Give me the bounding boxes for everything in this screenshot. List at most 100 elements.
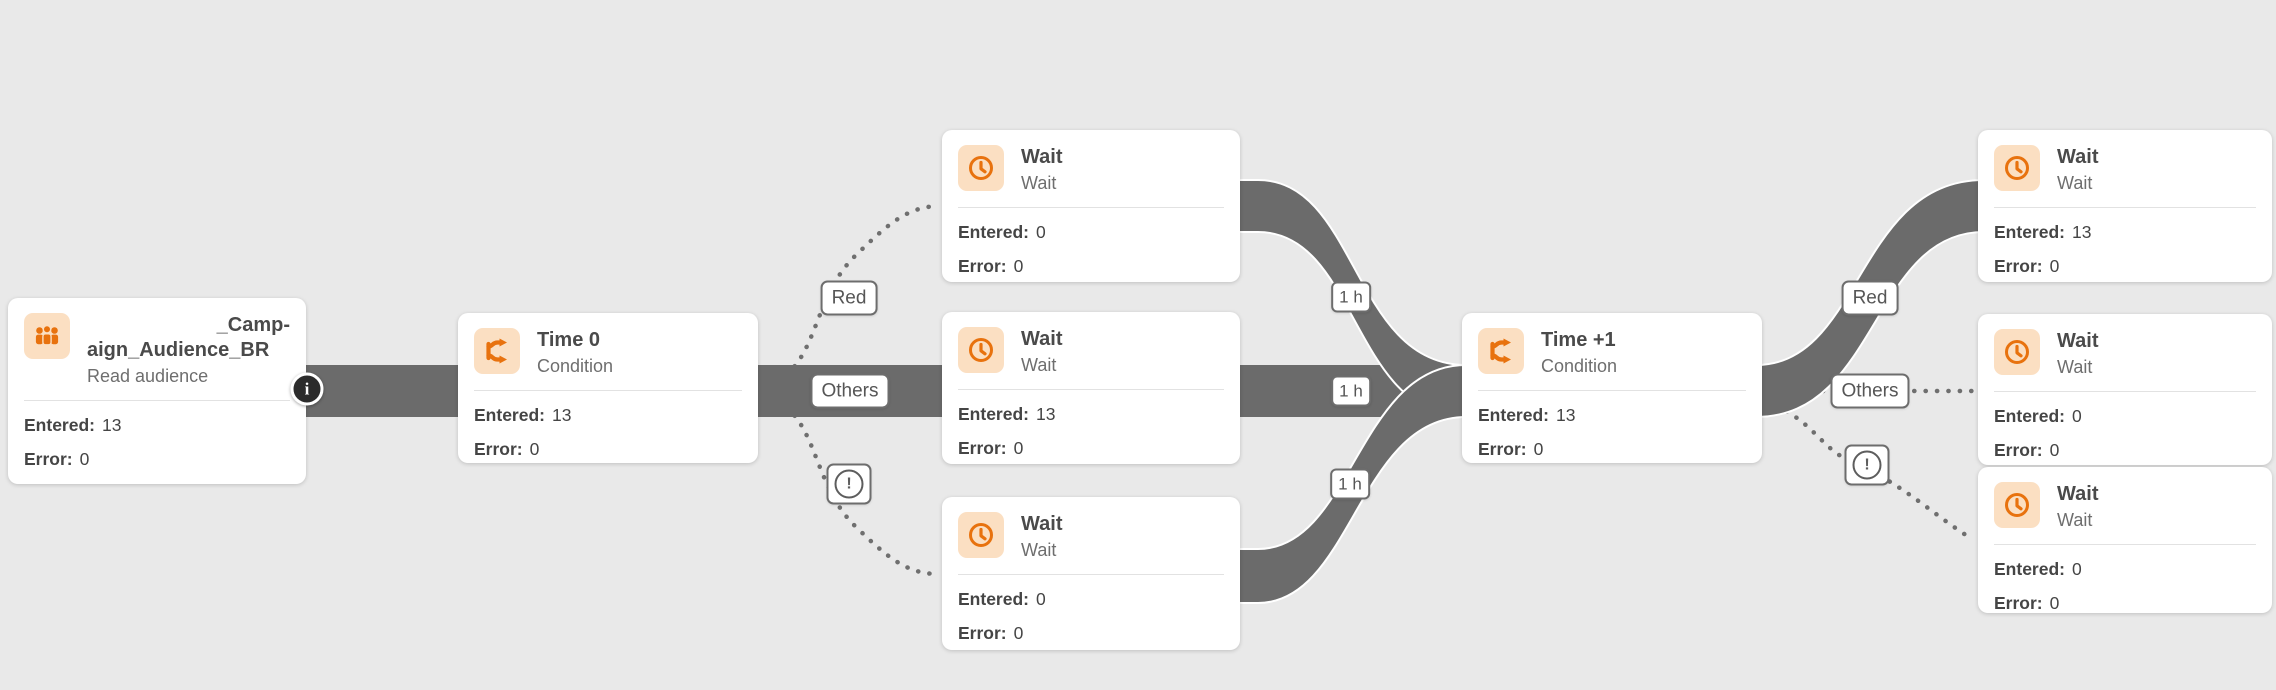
node-subtitle: Wait <box>2057 510 2093 530</box>
entered-value: 13 <box>1555 405 1576 425</box>
card-divider <box>1994 544 2256 545</box>
error-stat: Error: 0 <box>1978 594 2272 613</box>
node-title: Wait <box>2057 146 2099 168</box>
entered-stat: Entered: 0 <box>942 590 1240 609</box>
card-divider <box>1994 207 2256 208</box>
node-title-line2: aign_Audience_BR <box>87 339 270 361</box>
entered-value: 0 <box>2071 559 2082 579</box>
node-title: Wait <box>1021 513 1063 535</box>
node-card-wait-right-bottom[interactable]: Wait Wait Entered: 0 Error: 0 <box>1978 467 2272 613</box>
error-stat: Error: 0 <box>1978 441 2272 460</box>
error-value: 0 <box>79 449 90 469</box>
wait-duration-badge-mid[interactable]: 1 h <box>1331 375 1371 407</box>
branch-badge-others-right[interactable]: Others <box>1830 373 1910 409</box>
node-card-wait-mid-center[interactable]: Wait Wait Entered: 13 Error:0 <box>942 312 1240 464</box>
node-title-line1: _Camp- <box>216 314 290 336</box>
error-value: 0 <box>1013 256 1024 276</box>
error-label: Error: <box>24 449 73 469</box>
branch-badge-error-right[interactable]: ! <box>1844 444 1890 486</box>
entered-stat: Entered: 0 <box>1978 560 2272 579</box>
node-title: Wait <box>1021 146 1063 168</box>
branch-badge-others-left[interactable]: Others <box>810 373 890 409</box>
node-subtitle: Read audience <box>87 366 209 386</box>
error-stat: Error: 0 <box>1978 257 2272 276</box>
error-label: Error: <box>1994 440 2043 460</box>
node-subtitle: Wait <box>2057 357 2093 377</box>
card-divider <box>958 574 1224 575</box>
node-card-read-audience[interactable]: _Camp- aign_Audience_BR Read audience En… <box>8 298 306 484</box>
node-card-wait-mid-top[interactable]: Wait Wait Entered:0 Error:0 <box>942 130 1240 282</box>
info-icon[interactable]: i <box>290 372 324 406</box>
node-title: Wait <box>2057 483 2099 505</box>
condition-icon <box>1478 328 1524 374</box>
error-label: Error: <box>474 439 523 459</box>
error-label: Error: <box>1994 593 2043 613</box>
audience-icon <box>24 313 70 359</box>
entered-stat: Entered: 13 <box>1462 406 1762 425</box>
entered-value: 0 <box>2071 406 2082 426</box>
clock-icon <box>958 327 1004 373</box>
error-label: Error: <box>1994 256 2043 276</box>
clock-icon <box>958 512 1004 558</box>
wait-duration-badge-bottom[interactable]: 1 h <box>1330 468 1370 500</box>
node-title: Time 0 <box>537 329 600 351</box>
error-stat: Error:0 <box>942 439 1240 458</box>
entered-stat: Entered:13 <box>8 416 306 435</box>
node-subtitle: Wait <box>2057 173 2093 193</box>
dotted-link-red-left <box>763 203 941 387</box>
entered-label: Entered: <box>958 589 1029 609</box>
node-card-time-plus-1[interactable]: Time +1 Condition Entered: 13 Error:0 <box>1462 313 1762 463</box>
entered-label: Entered: <box>474 405 545 425</box>
wait-duration-badge-top[interactable]: 1 h <box>1331 281 1371 313</box>
entered-stat: Entered:13 <box>1978 223 2272 242</box>
entered-value: 13 <box>1035 404 1056 424</box>
node-subtitle: Condition <box>537 356 614 376</box>
clock-icon <box>958 145 1004 191</box>
node-title: Time +1 <box>1541 329 1616 351</box>
branch-badge-error-left[interactable]: ! <box>826 463 872 505</box>
card-divider <box>958 389 1224 390</box>
error-label: Error: <box>958 256 1007 276</box>
error-value: 0 <box>2049 440 2060 460</box>
node-title: Wait <box>2057 330 2099 352</box>
error-stat: Error: 0 <box>942 257 1240 276</box>
clock-icon <box>1994 329 2040 375</box>
entered-stat: Entered: 0 <box>1978 407 2272 426</box>
entered-label: Entered: <box>1994 406 2065 426</box>
entered-label: Entered: <box>1478 405 1549 425</box>
card-divider <box>958 207 1224 208</box>
node-card-wait-mid-bottom[interactable]: Wait Wait Entered:0 Error:0 <box>942 497 1240 650</box>
band-audience-to-time0 <box>300 365 470 417</box>
branch-badge-red-right[interactable]: Red <box>1841 280 1899 316</box>
entered-label: Entered: <box>1994 222 2065 242</box>
error-exclamation-icon: ! <box>1852 450 1882 480</box>
error-value: 0 <box>2049 256 2060 276</box>
card-divider <box>24 400 290 401</box>
error-stat: Error:0 <box>1462 440 1762 459</box>
node-card-wait-right-mid[interactable]: Wait Wait Entered: 0 Error: 0 <box>1978 314 2272 465</box>
entered-value: 13 <box>551 405 572 425</box>
node-subtitle: Condition <box>1541 356 1618 376</box>
card-divider <box>1478 390 1746 391</box>
error-value: 0 <box>1013 623 1024 643</box>
error-stat: Error: 0 <box>458 440 758 459</box>
branch-badge-red-left[interactable]: Red <box>820 280 878 316</box>
card-divider <box>1994 391 2256 392</box>
entered-label: Entered: <box>958 222 1029 242</box>
entered-value: 13 <box>101 415 122 435</box>
card-divider <box>474 390 742 391</box>
clock-icon <box>1994 482 2040 528</box>
node-title: Wait <box>1021 328 1063 350</box>
clock-icon <box>1994 145 2040 191</box>
entered-stat: Entered:0 <box>942 223 1240 242</box>
entered-label: Entered: <box>958 404 1029 424</box>
node-subtitle: Wait <box>1021 355 1057 375</box>
node-card-time0[interactable]: Time 0 Condition Entered: 13 Error: 0 <box>458 313 758 463</box>
entered-label: Entered: <box>1994 559 2065 579</box>
error-value: 0 <box>529 439 540 459</box>
error-value: 0 <box>2049 593 2060 613</box>
entered-value: 0 <box>1035 589 1046 609</box>
node-card-wait-right-top[interactable]: Wait Wait Entered:13 Error: 0 <box>1978 130 2272 282</box>
dotted-link-error-left <box>763 395 941 577</box>
